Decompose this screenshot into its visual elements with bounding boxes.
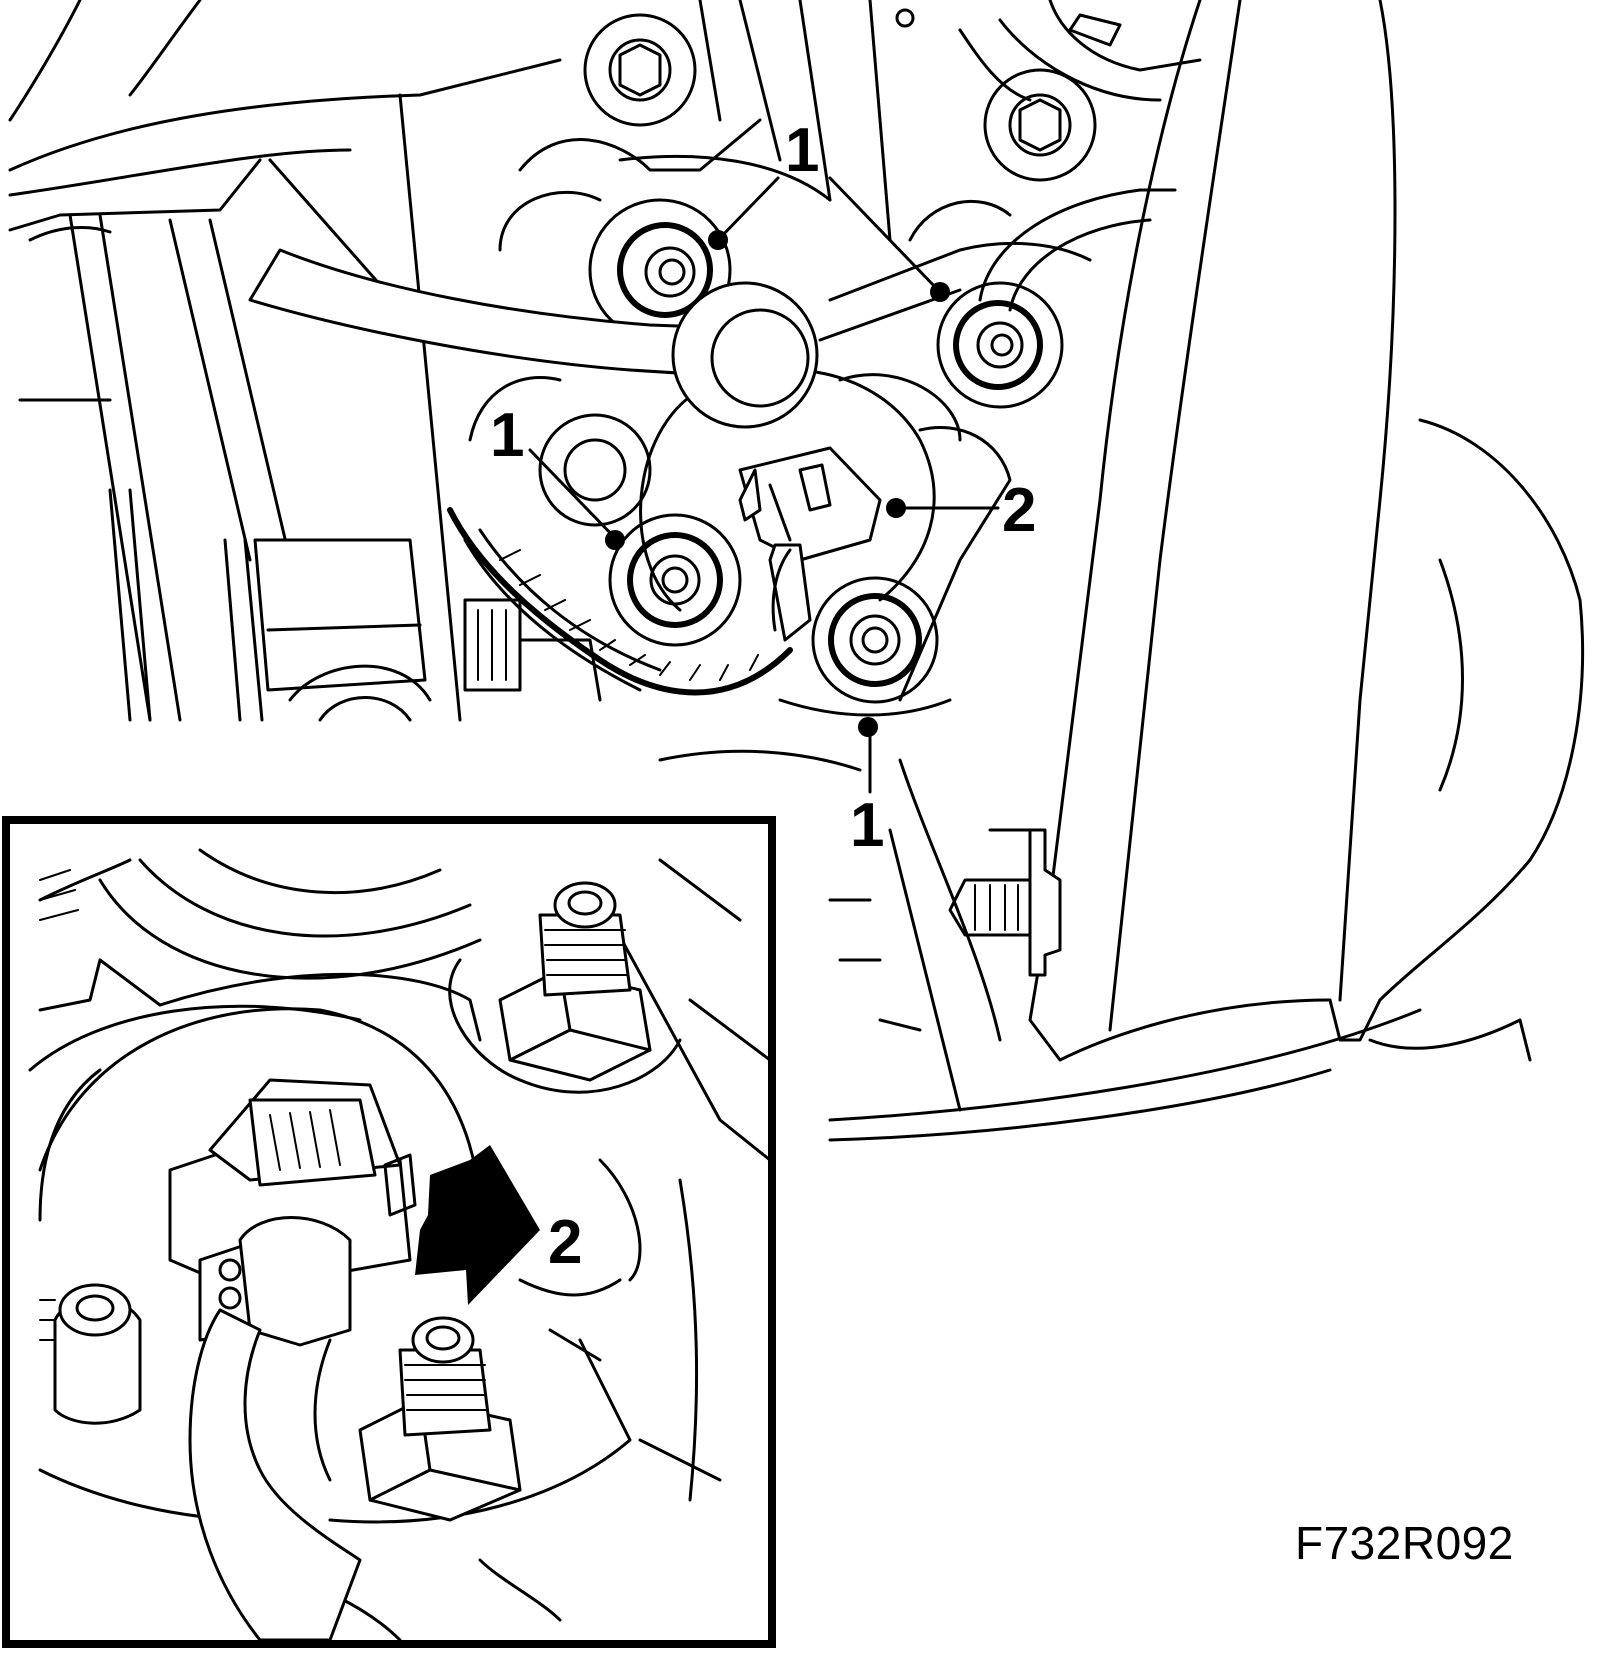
side-bolt xyxy=(948,828,1062,977)
callout-1-bottom: 1 xyxy=(850,791,885,860)
arrow-icon xyxy=(415,1145,540,1305)
engine-housing xyxy=(8,0,602,722)
inset-connector xyxy=(168,1078,417,1347)
callout-2-inset: 2 xyxy=(548,1208,583,1277)
inset-hose xyxy=(188,1308,362,1640)
callout-1-top: 1 xyxy=(785,116,820,185)
nut-upper-right xyxy=(936,281,1064,409)
sensor-cable xyxy=(447,507,793,696)
sensor-connector xyxy=(738,446,882,642)
callout-2-main: 2 xyxy=(1002,476,1037,545)
wheel-panel xyxy=(1028,0,1585,1062)
coolant-pipe xyxy=(248,241,1092,429)
nut-center-left xyxy=(608,513,742,647)
upper-hose xyxy=(958,0,1202,312)
callout-1-left: 1 xyxy=(490,401,525,470)
stud-left xyxy=(538,413,652,527)
main-view xyxy=(8,0,1585,1142)
inset-stud-left xyxy=(39,1283,142,1425)
lower-chassis xyxy=(828,758,1422,1142)
figure-code: F732R092 xyxy=(1295,1517,1514,1569)
detail-inset xyxy=(2,816,776,1648)
inset-stud-upper xyxy=(448,881,682,1094)
inset-stud-lower xyxy=(358,1316,522,1522)
nut-lower-right xyxy=(811,576,939,704)
leader-lines xyxy=(528,176,1000,794)
mounting-bracket xyxy=(468,0,1097,772)
